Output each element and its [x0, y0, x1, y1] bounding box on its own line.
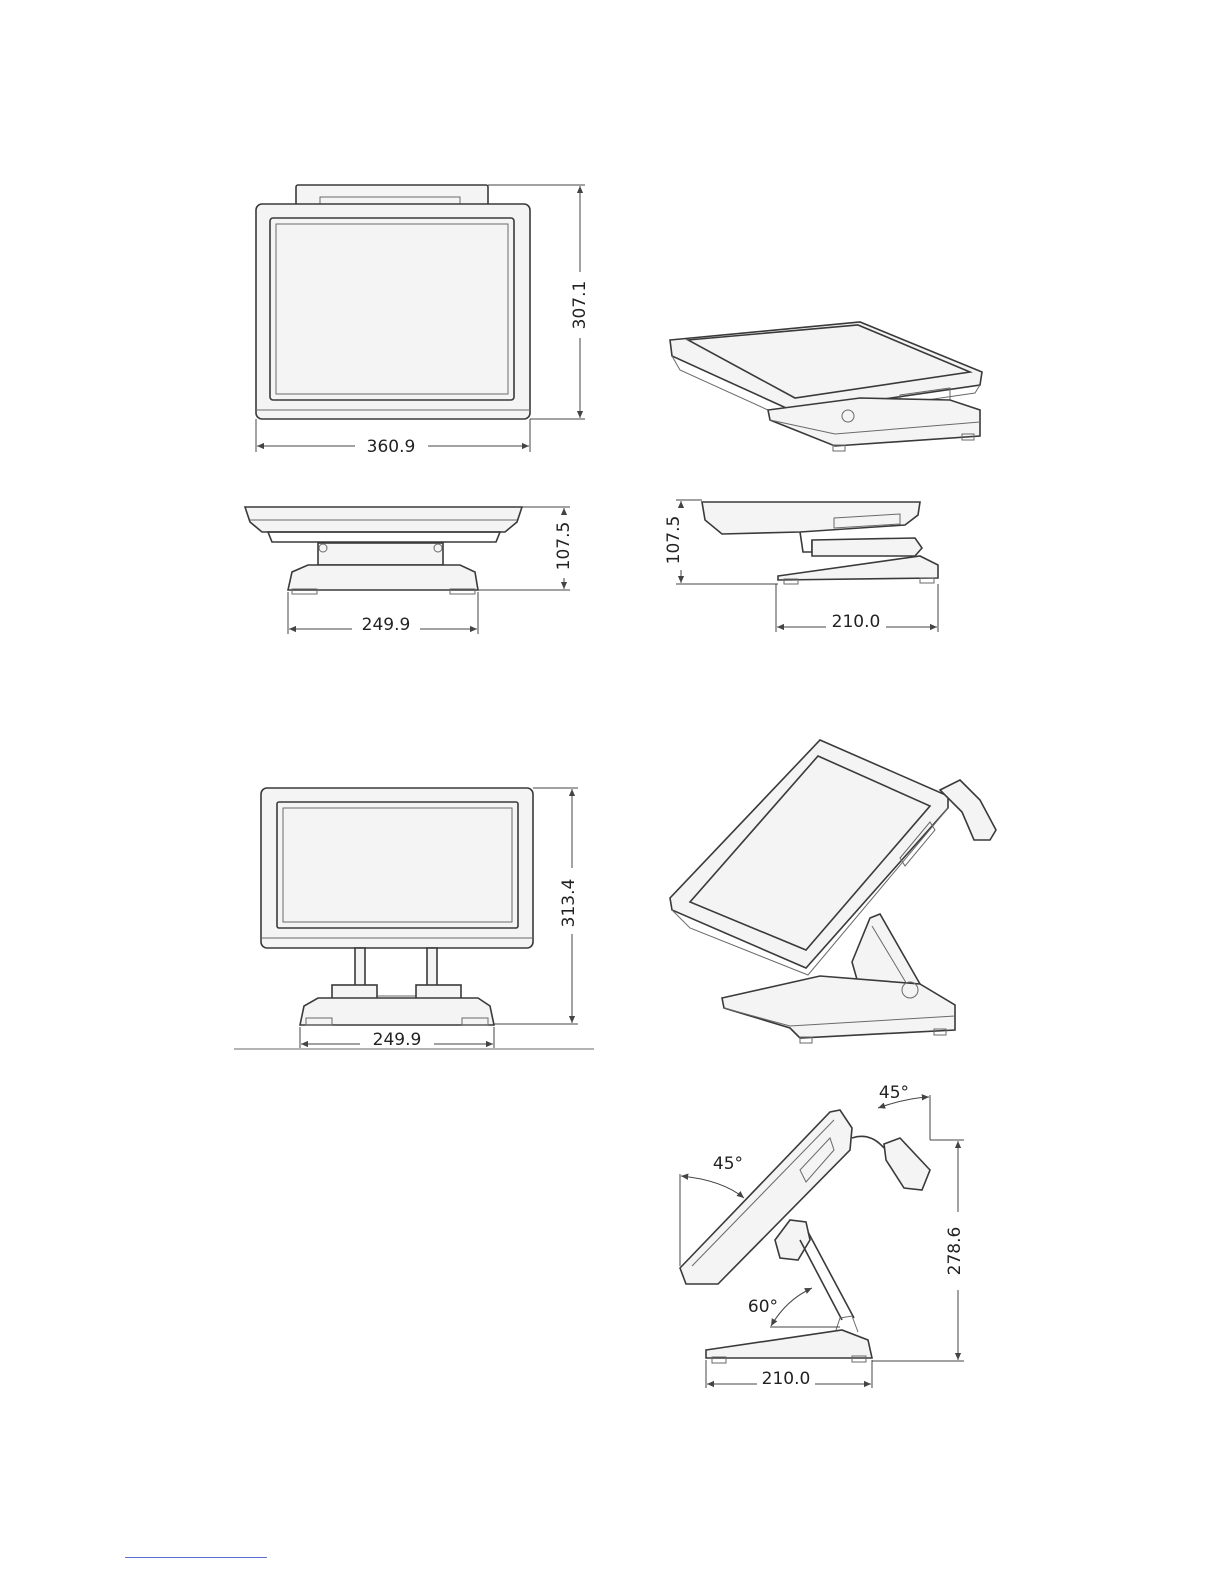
bottom-depth-label: 107.5 [554, 522, 574, 571]
bottom-view: 107.5 249.9 [245, 507, 574, 635]
side-view: 107.5 210.0 [664, 500, 938, 632]
monitor-frame [256, 204, 530, 419]
top-display-unit [884, 1138, 930, 1190]
hinge-left [332, 985, 377, 999]
stand-base-width-label: 249.9 [373, 1030, 422, 1050]
stand-base [706, 1330, 872, 1358]
side-depth-label: 107.5 [664, 516, 684, 565]
display-arm [852, 1136, 884, 1148]
footer-rule [125, 1557, 267, 1558]
tilt-base-depth-label: 210.0 [762, 1369, 811, 1389]
hinge [775, 1220, 810, 1260]
stand-isometric-view [670, 740, 996, 1043]
tilt-height-label: 278.6 [945, 1227, 965, 1276]
monitor-body [670, 740, 948, 968]
stand-base [288, 565, 478, 590]
stand-base [300, 998, 494, 1025]
front-view: 307.1 360.9 [256, 185, 590, 457]
stand-front-view: 313.4 249.9 [234, 788, 594, 1050]
front-height-label: 307.1 [570, 281, 590, 330]
top-display-unit [296, 185, 488, 205]
top-display-unit [940, 780, 996, 840]
stand-base [768, 398, 980, 446]
stand-post-right [427, 948, 437, 990]
hinge-arm [812, 538, 922, 556]
hinge-block [318, 543, 443, 565]
monitor-profile [680, 1110, 852, 1284]
monitor-profile [702, 502, 920, 534]
hinge-right [416, 985, 461, 999]
stand-height-label: 313.4 [559, 879, 579, 928]
tilt-display-angle-label: 45° [713, 1154, 743, 1174]
tilt-side-view: 45° 45° 60° 278.6 210.0 [680, 1083, 965, 1389]
stand-base [722, 976, 955, 1038]
stand-arm [800, 1232, 854, 1320]
bottom-base-width-label: 249.9 [362, 615, 411, 635]
stand-base [778, 556, 938, 580]
isometric-view [670, 322, 982, 451]
side-base-depth-label: 210.0 [832, 612, 881, 632]
stand-post-left [355, 948, 365, 990]
front-width-label: 360.9 [367, 437, 416, 457]
tilt-top-angle-label: 45° [879, 1083, 909, 1103]
tilt-stand-angle-label: 60° [748, 1297, 778, 1317]
monitor-frame [261, 788, 533, 948]
